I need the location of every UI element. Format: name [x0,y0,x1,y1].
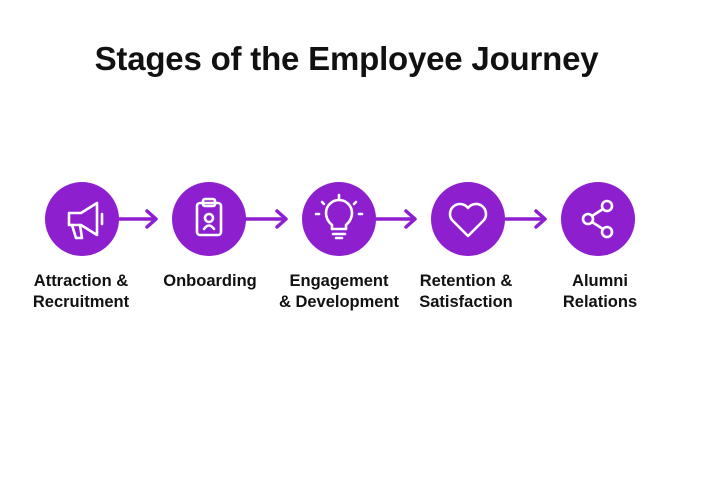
stage-label-alumni-relations: Alumni Relations [562,272,638,311]
arrow-4-5 [504,209,547,229]
stage-label-engagement-development: Engagement & Development [278,272,400,311]
stage-label-attraction-recruitment: Attraction & Recruitment [32,272,130,311]
share-icon [581,199,614,239]
stage-label-onboarding: Onboarding [163,272,257,290]
stage-circle-2 [172,182,246,256]
arrow-1-2 [117,209,158,229]
stage-circle-1 [45,182,119,256]
stage-label-retention-satisfaction: Retention & Satisfaction [419,272,513,311]
heart-icon [448,202,488,238]
lightbulb-icon [314,193,364,240]
stage-circle-5 [561,182,635,256]
stage-circle-4 [431,182,505,256]
clipboard-badge-icon [195,197,223,237]
megaphone-icon [67,201,104,240]
diagram-title: Stages of the Employee Journey [94,40,599,77]
stage-circle-3 [302,182,376,256]
arrow-2-3 [243,209,288,229]
arrow-3-4 [374,209,417,229]
